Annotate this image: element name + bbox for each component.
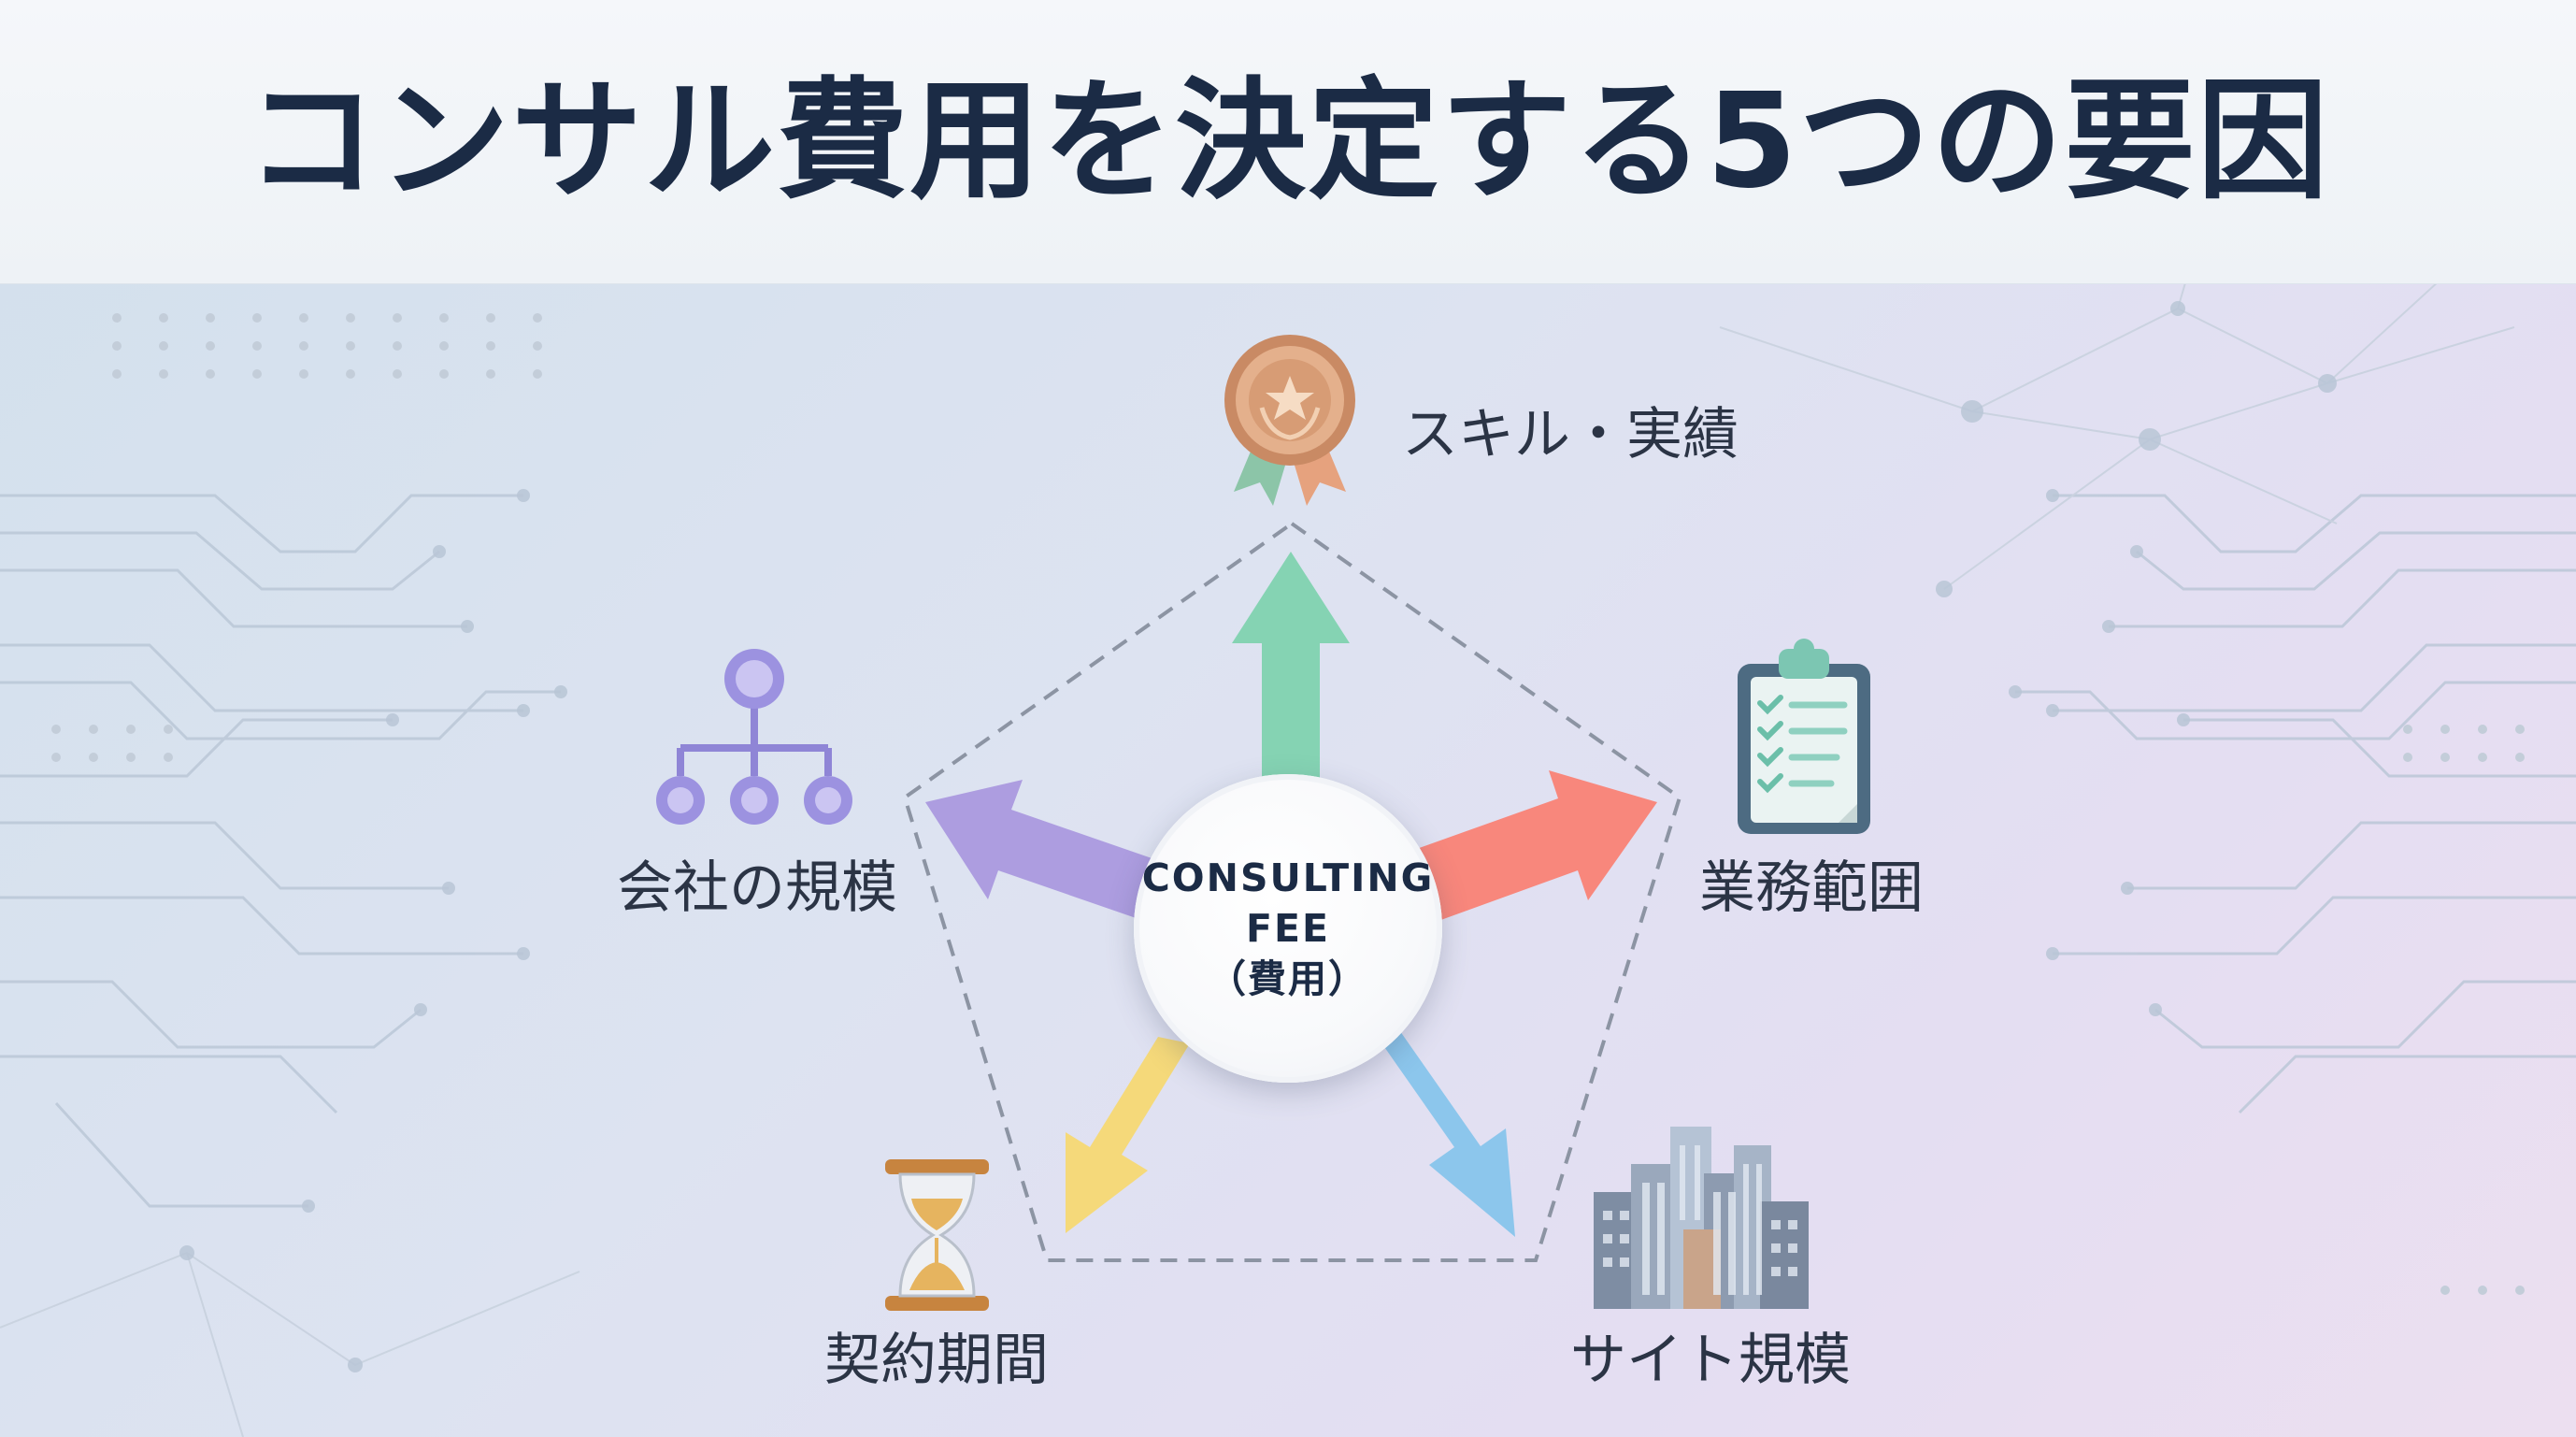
hourglass-icon	[885, 1159, 989, 1311]
center-title-line2: FEE	[1245, 906, 1331, 951]
center-title-line3: （費用）	[1208, 956, 1368, 1001]
label-company-size: 会社の規模	[617, 855, 897, 921]
label-scope-of-work: 業務範囲	[1699, 855, 1924, 921]
arrow-scope	[1382, 770, 1657, 934]
page-title: コンサル費用を決定する5つの要因	[246, 65, 2330, 218]
header: コンサル費用を決定する5つの要因	[0, 0, 2576, 284]
label-skill-track-record: スキル・実績	[1402, 402, 1739, 467]
award-medal-icon	[1224, 335, 1355, 506]
center-fee-circle: CONSULTING FEE （費用）	[1134, 774, 1442, 1083]
center-title-line1: CONSULTING	[1141, 855, 1435, 900]
clipboard-checklist-icon	[1738, 639, 1870, 834]
arrow-company	[925, 780, 1184, 930]
label-site-scale: サイト規模	[1570, 1328, 1851, 1393]
city-buildings-icon	[1594, 1127, 1809, 1309]
dashed-pentagon	[902, 521, 1682, 1262]
arrow-period	[1066, 1037, 1190, 1233]
arrow-site	[1374, 1031, 1515, 1237]
org-chart-icon	[656, 649, 852, 825]
label-contract-period: 契約期間	[824, 1328, 1049, 1393]
arrow-skill	[1232, 552, 1350, 841]
